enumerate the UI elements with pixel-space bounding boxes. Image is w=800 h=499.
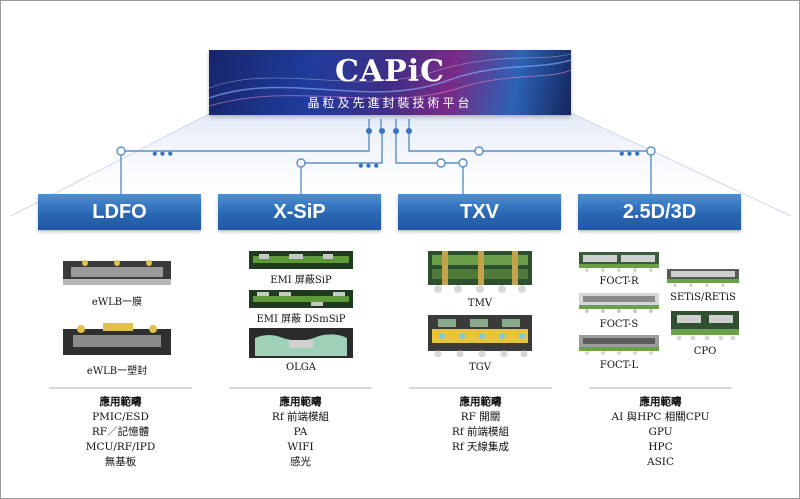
label-cpo: CPO: [693, 346, 717, 357]
chip-olga: [249, 328, 353, 358]
app-item: RF 開關: [460, 411, 501, 423]
chip-foct-s: [579, 293, 659, 313]
chip-ewlb-film: [63, 260, 171, 285]
app-item: GPU: [648, 426, 673, 438]
label-ewlb-film: eWLB一膜: [91, 297, 143, 308]
app-item: PA: [293, 426, 308, 438]
chip-emi-dsmsip: [249, 290, 353, 308]
node-25d3d: [646, 146, 656, 156]
swoosh-graphic: [209, 53, 571, 107]
label-foct-s: FOCT-S: [599, 319, 639, 330]
label-foct-r: FOCT-R: [599, 276, 639, 287]
divider-ldfo: [49, 387, 192, 389]
app-item: PMIC/ESD: [92, 411, 149, 423]
chip-foct-l: [579, 335, 659, 355]
apps-ldfo: 應用範疇 PMIC/ESD RF／記憶體 MCU/RF/IPD 無基板: [49, 394, 192, 470]
divider-25d3d: [589, 387, 732, 389]
app-item: 無基板: [104, 456, 137, 468]
app-item: ASIC: [647, 456, 674, 468]
label-foct-l: FOCT-L: [599, 360, 639, 371]
chip-emi-sip: [249, 251, 353, 269]
chip-tmv: [428, 251, 532, 293]
category-25d3d: 2.5D/3D: [578, 194, 741, 230]
node-mid: [474, 146, 484, 156]
apps-heading: 應用範疇: [99, 396, 142, 408]
chip-foct-r: [579, 252, 659, 272]
chip-cpo: [671, 311, 739, 341]
apps-heading: 應用範疇: [459, 396, 502, 408]
app-item: Rf 前端模組: [451, 426, 510, 438]
dots-25d3d: •••: [618, 147, 642, 161]
apps-xsip: 應用範疇 Rf 前端模組 PA WIFI 感光: [229, 394, 372, 470]
label-olga: OLGA: [285, 362, 317, 373]
category-ldfo: LDFO: [38, 194, 201, 230]
platform-title: CAPiC: [335, 54, 445, 89]
app-item: Rf 前端模組: [271, 411, 330, 423]
apps-heading: 應用範疇: [279, 396, 322, 408]
apps-txv: 應用範疇 RF 開關 Rf 前端模組 Rf 天線集成: [409, 394, 552, 455]
dots-txv: •••: [357, 159, 381, 173]
dots-ldfo: •••: [151, 147, 175, 161]
app-item: HPC: [648, 441, 673, 453]
app-item: 感光: [290, 456, 311, 468]
label-ewlb-mold: eWLB一塑封: [86, 366, 148, 377]
divider-txv: [409, 387, 552, 389]
label-emi-sip: EMI 屏蔽SiP: [270, 275, 332, 286]
app-item: Rf 天線集成: [451, 441, 510, 453]
chip-tgv: [428, 315, 532, 357]
label-setis-retis: SETiS/RETiS: [670, 292, 736, 303]
app-item: RF／記憶體: [91, 426, 150, 438]
node-xsip: [296, 158, 306, 168]
node-txv: [458, 158, 468, 168]
label-tgv: TGV: [469, 362, 491, 373]
chip-ewlb-mold: [63, 323, 171, 355]
category-xsip: X-SiP: [218, 194, 381, 230]
divider-xsip: [229, 387, 372, 389]
platform-subtitle: 晶粒及先進封裝技術平台: [307, 96, 473, 110]
platform-banner: CAPiC 晶粒及先進封裝技術平台: [209, 50, 571, 115]
apps-heading: 應用範疇: [639, 396, 682, 408]
app-item: MCU/RF/IPD: [85, 441, 156, 453]
node-right: [436, 158, 446, 168]
app-item: AI 與HPC 相關CPU: [611, 411, 710, 423]
app-item: WIFI: [287, 441, 314, 453]
label-emi-dsmsip: EMI 屏蔽 DSmSiP: [256, 314, 346, 325]
chip-setis-retis: [667, 269, 739, 287]
apps-25d3d: 應用範疇 AI 與HPC 相關CPU GPU HPC ASIC: [589, 394, 732, 470]
label-tmv: TMV: [467, 298, 493, 309]
category-txv: TXV: [398, 194, 561, 230]
node-ldfo: [116, 146, 126, 156]
